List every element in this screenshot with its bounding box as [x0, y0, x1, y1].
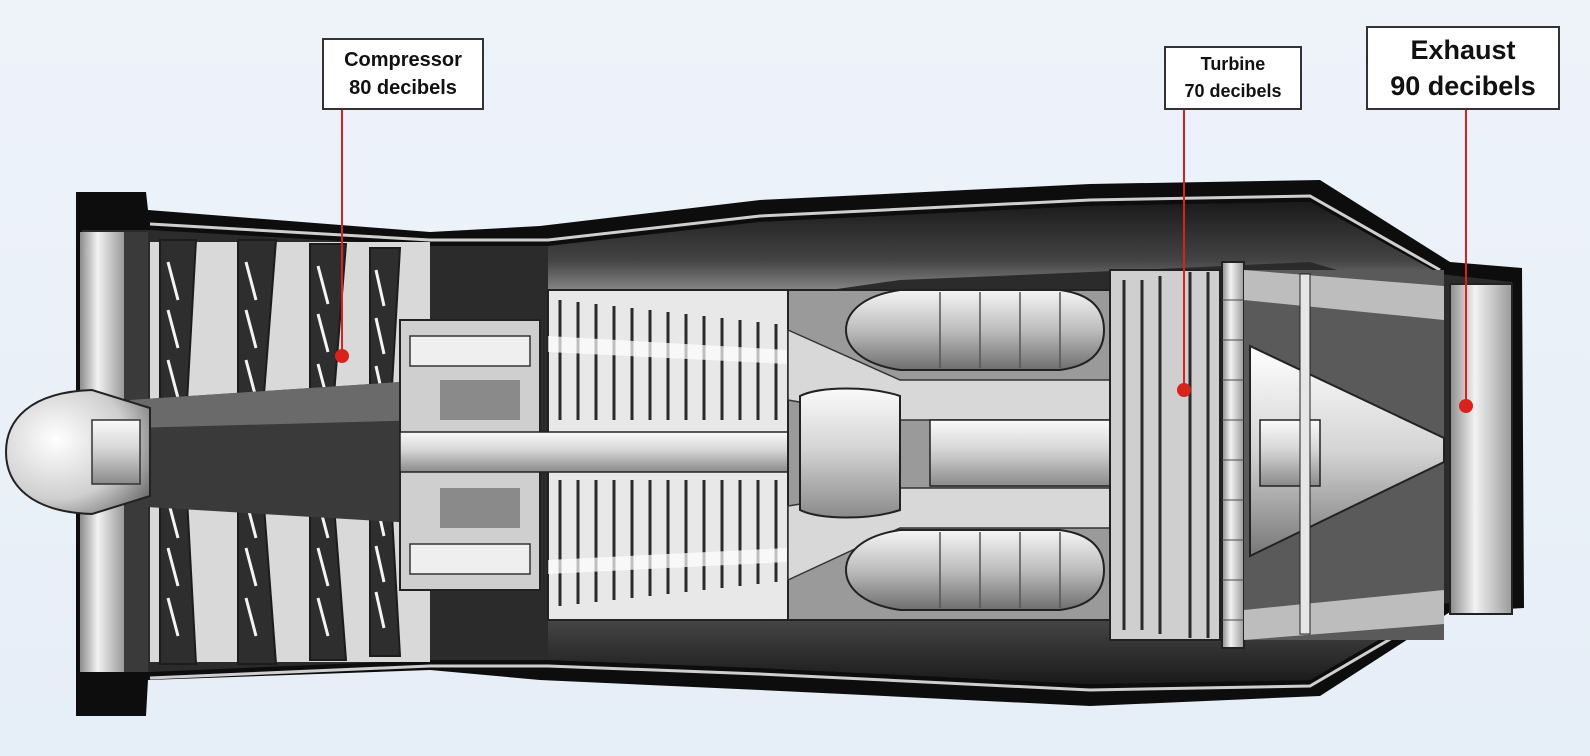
exhaust-callout-level: 90 decibels [1390, 71, 1536, 101]
compressor-pointer-dot [335, 349, 349, 363]
exhaust-nozzle [1449, 283, 1513, 615]
turbine-disc [1221, 261, 1245, 649]
compressor-callout: Compressor 80 decibels [322, 38, 484, 110]
exhaust-callout-name: Exhaust [1410, 35, 1516, 65]
turbine-section [1109, 269, 1221, 641]
compressor-callout-level: 80 decibels [349, 77, 457, 99]
combustion-chamber-upper [844, 289, 1106, 371]
compressor-blades [159, 239, 402, 665]
combustion-chamber-lower [844, 529, 1106, 611]
exhaust-callout: Exhaust 90 decibels [1366, 26, 1560, 110]
exhaust-pointer-dot [1459, 399, 1473, 413]
turbine-callout: Turbine 70 decibels [1164, 46, 1302, 110]
turbine-pointer-dot [1177, 383, 1191, 397]
turbine-callout-level: 70 decibels [1184, 81, 1282, 101]
compressor-callout-name: Compressor [344, 49, 462, 71]
exhaust-tail-cone [1249, 344, 1445, 558]
turbine-callout-name: Turbine [1200, 54, 1266, 74]
